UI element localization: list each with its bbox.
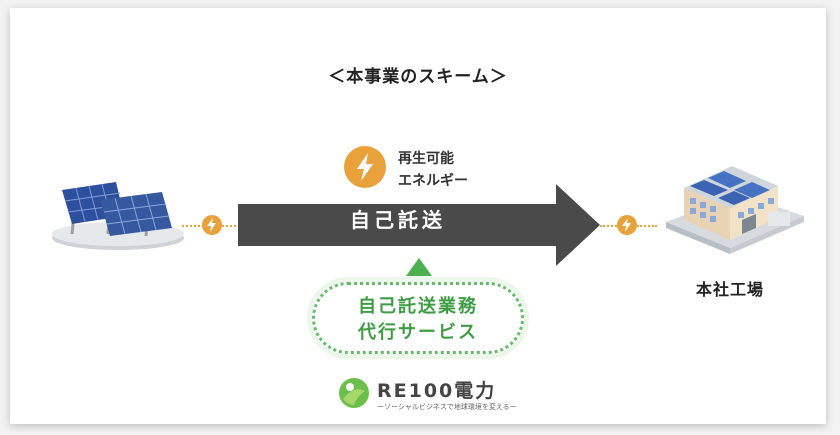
transfer-arrow	[238, 184, 600, 266]
factory-building-icon	[666, 166, 804, 254]
lightning-bolt-icon	[344, 146, 386, 188]
connector-dots-left	[182, 225, 208, 227]
factory-label: 本社工場	[696, 280, 765, 299]
service-box-line1: 自己託送業務	[358, 296, 478, 317]
service-box: 自己託送業務 代行サービス	[312, 282, 524, 354]
connector-dots-left-2	[222, 225, 236, 227]
connector-dots-right	[600, 225, 620, 227]
scheme-card: ＜本事業のスキーム＞ 再生可能 エネルギー	[10, 8, 826, 424]
service-box-line2: 代行サービス	[358, 322, 478, 343]
renewable-energy-line1: 再生可能	[398, 151, 454, 167]
renewable-energy-label: 再生可能 エネルギー	[398, 148, 468, 192]
up-arrow-icon	[406, 258, 432, 276]
logo-name: RE100電力	[377, 380, 497, 402]
connector-dots-right-2	[637, 225, 657, 227]
self-transmission-label: 自己託送	[350, 208, 446, 232]
scheme-title: ＜本事業のスキーム＞	[328, 67, 508, 87]
logo-tagline: ーソーシャルビジネスで地球環境を変えるー	[377, 403, 517, 411]
solar-panel-icon	[52, 182, 184, 250]
lightning-bolt-icon	[617, 215, 637, 235]
renewable-energy-line2: エネルギー	[398, 173, 468, 189]
re100-leaf-logo-icon	[339, 378, 369, 408]
lightning-bolt-icon	[202, 215, 222, 235]
